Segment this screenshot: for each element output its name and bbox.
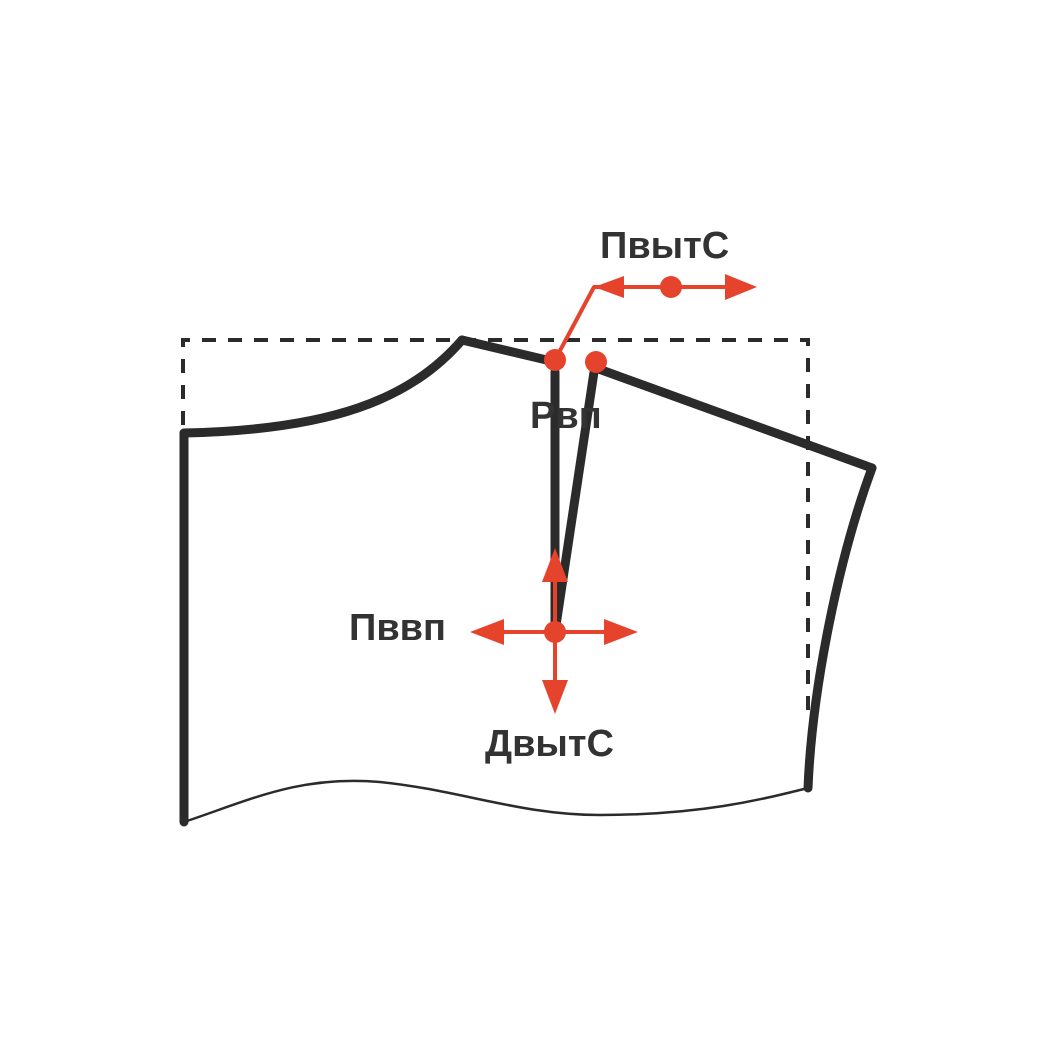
label-dart-apex-position: Пввп: [349, 607, 446, 649]
bottom-wavy-line: [182, 779, 810, 824]
dart-right-point: [585, 351, 607, 373]
apex-arrow-up: [542, 548, 568, 582]
shoulder-shift-point: [660, 276, 682, 298]
shoulder-shift-leader-line: [553, 285, 744, 362]
apex-arrow-down: [542, 680, 568, 714]
label-dart-opening: Рвп: [530, 395, 602, 437]
dart-leg-right: [550, 367, 599, 637]
shoulder-line-right: [591, 363, 877, 473]
dart-apex-point: [544, 621, 566, 643]
arrow-left-head: [594, 276, 624, 298]
apex-arrow-right: [604, 619, 638, 645]
armhole-curve: [803, 463, 877, 793]
label-shoulder-dart-shift: ПвытС: [600, 225, 729, 267]
neckline-curve: [179, 335, 467, 438]
arrow-right-head: [725, 274, 757, 300]
shoulder-line-left: [457, 335, 560, 367]
reference-frame-dashed: [181, 338, 810, 715]
apex-arrow-left: [470, 619, 504, 645]
dart-left-point: [544, 349, 566, 371]
label-dart-length: ДвытС: [485, 723, 614, 765]
